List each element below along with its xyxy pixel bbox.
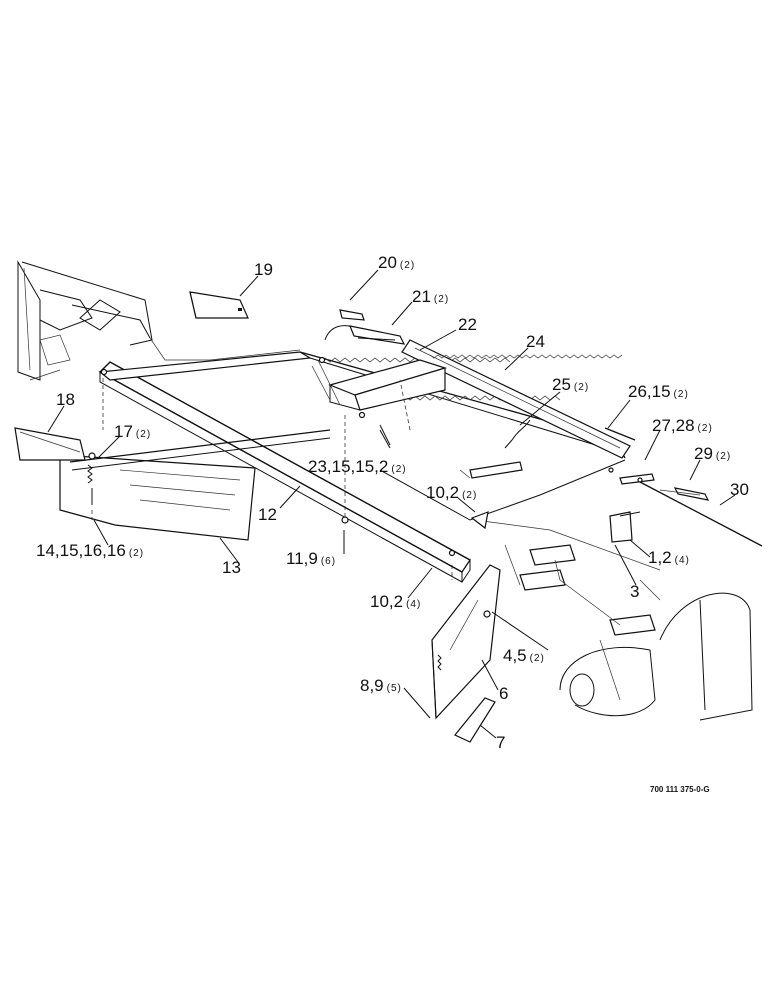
callout-3: 3	[630, 582, 639, 601]
svg-text:13: 13	[222, 558, 241, 577]
callout-18: 18	[56, 390, 75, 409]
leader-lines	[47, 269, 736, 739]
callout-29: 29(2)	[694, 444, 731, 463]
housing-22	[311, 359, 448, 411]
svg-text:18: 18	[56, 390, 75, 409]
callout-10-2-upper: 10,2(2)	[426, 483, 477, 502]
callout-12: 12	[258, 505, 277, 524]
callout-10-2-lower: 10,2(4)	[370, 592, 421, 611]
svg-text:10,2(4): 10,2(4)	[370, 592, 421, 611]
callout-7: 7	[496, 733, 505, 752]
callout-25: 25(2)	[552, 375, 589, 394]
svg-text:27,28(2): 27,28(2)	[652, 416, 713, 435]
drawing-number: 700 111 375-0-G	[650, 785, 710, 794]
svg-text:14,15,16,16(2): 14,15,16,16(2)	[36, 541, 144, 560]
svg-text:3: 3	[630, 582, 639, 601]
svg-text:6: 6	[499, 684, 508, 703]
svg-text:30: 30	[730, 480, 749, 499]
svg-text:22: 22	[458, 315, 477, 334]
callout-1-2: 1,2(4)	[648, 548, 690, 567]
cross-tube-12	[99, 361, 471, 583]
svg-text:24: 24	[526, 332, 545, 351]
link-parts	[324, 309, 531, 479]
callout-6: 6	[499, 684, 508, 703]
callout-23-15-15-2: 23,15,15,2(2)	[308, 457, 407, 476]
svg-text:26,15(2): 26,15(2)	[628, 382, 689, 401]
callout-11-9: 11,9(6)	[286, 549, 336, 568]
svg-text:4,5(2): 4,5(2)	[503, 646, 545, 665]
svg-text:11,9(6): 11,9(6)	[286, 549, 336, 568]
svg-text:19: 19	[254, 260, 273, 279]
bracket-18	[14, 427, 86, 461]
left-frame-structure	[17, 260, 301, 381]
svg-text:10,2(2): 10,2(2)	[426, 483, 477, 502]
svg-text:1,2(4): 1,2(4)	[648, 548, 690, 567]
callout-30: 30	[730, 480, 749, 499]
svg-text:23,15,15,2(2): 23,15,15,2(2)	[308, 457, 407, 476]
svg-text:17(2): 17(2)	[114, 422, 151, 441]
spring-assembly	[87, 452, 96, 505]
svg-text:29(2): 29(2)	[694, 444, 731, 463]
shield-13	[59, 429, 331, 541]
bracket-3-and-frame	[504, 511, 753, 721]
bracket-19	[189, 291, 249, 319]
svg-text:12: 12	[258, 505, 277, 524]
svg-text:8,9(5): 8,9(5)	[360, 676, 402, 695]
callout-19: 19	[254, 260, 273, 279]
callout-24: 24	[526, 332, 545, 351]
callout-14-15-16-16: 14,15,16,16(2)	[36, 541, 144, 560]
callout-4-5: 4,5(2)	[503, 646, 545, 665]
panel-6	[431, 564, 501, 743]
callout-20: 20(2)	[378, 253, 415, 272]
svg-text:21(2): 21(2)	[412, 287, 449, 306]
dashed-assembly-lines	[91, 356, 489, 580]
svg-text:25(2): 25(2)	[552, 375, 589, 394]
callout-27-28: 27,28(2)	[652, 416, 713, 435]
callout-8-9: 8,9(5)	[360, 676, 402, 695]
svg-text:7: 7	[496, 733, 505, 752]
svg-text:20(2): 20(2)	[378, 253, 415, 272]
callout-13: 13	[222, 558, 241, 577]
callout-17: 17(2)	[114, 422, 151, 441]
callout-26-15: 26,15(2)	[628, 382, 689, 401]
callout-22: 22	[458, 315, 477, 334]
rod-and-fasteners	[604, 427, 763, 547]
callout-21: 21(2)	[412, 287, 449, 306]
